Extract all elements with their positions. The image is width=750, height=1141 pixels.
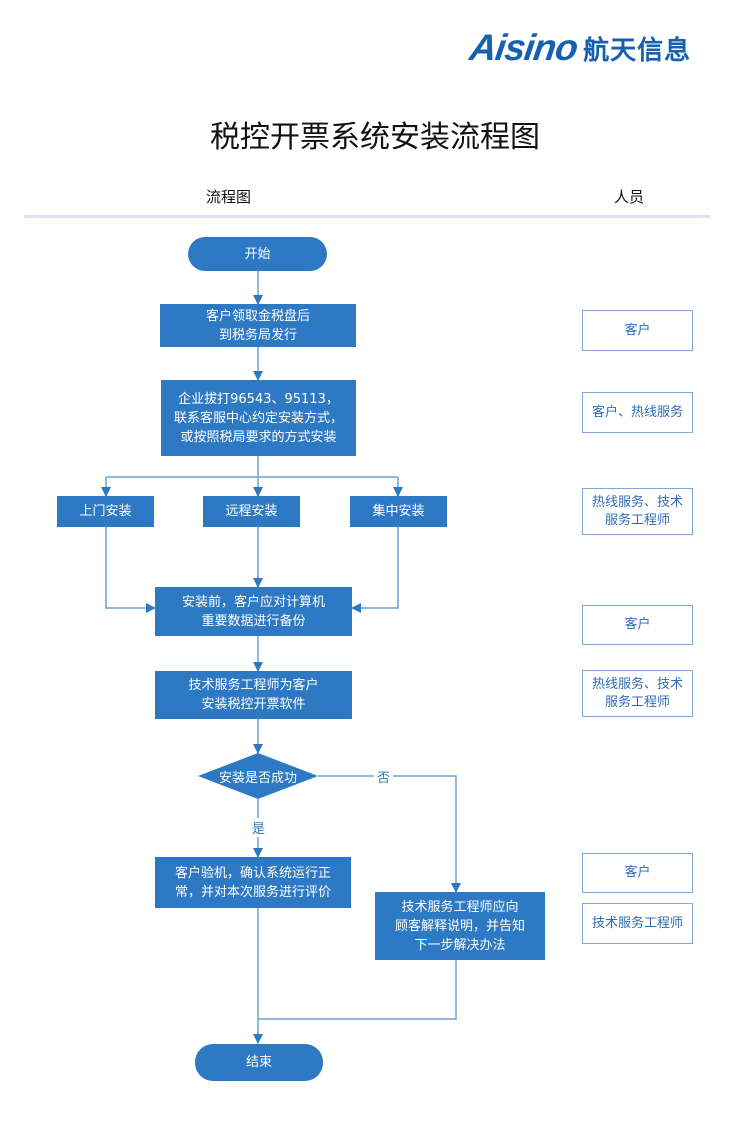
role-box-customer: 客户: [582, 605, 693, 645]
role-box-engineer: 技术服务工程师: [582, 903, 693, 944]
header-divider: [24, 215, 710, 218]
step-customer-acceptance: 客户验机，确认系统运行正 常，并对本次服务进行评价: [155, 857, 351, 908]
step-explain-solution: 技术服务工程师应向 顾客解释说明，并告知 下一步解决办法: [375, 892, 545, 960]
decision-label: 安装是否成功: [218, 770, 297, 786]
start-node: 开始: [188, 237, 327, 271]
connector-no-merge: [258, 960, 457, 1020]
edge-label-no: 否: [374, 767, 394, 786]
column-header-people: 人员: [614, 188, 645, 206]
role-box-customer-hotline: 客户、热线服务: [582, 392, 693, 433]
step-install-software: 技术服务工程师为客户 安装税控开票软件: [155, 671, 352, 719]
logo-chinese-text: 航天信息: [583, 35, 692, 66]
connector-central-step3: [351, 527, 399, 613]
step-receive-tax-disk: 客户领取金税盘后 到税务局发行: [160, 304, 356, 347]
role-box-hotline-engineer: 热线服务、技术 服务工程师: [582, 670, 693, 717]
decision-diamond: [198, 753, 318, 799]
step-backup-data: 安装前，客户应对计算机 重要数据进行备份: [155, 587, 352, 636]
option-onsite-install: 上门安装: [57, 496, 154, 527]
end-node: 结束: [195, 1044, 323, 1081]
role-box-customer: 客户: [582, 310, 693, 351]
option-remote-install: 远程安装: [203, 496, 300, 527]
edge-label-yes: 是: [249, 818, 269, 837]
page-title: 税控开票系统安装流程图: [210, 120, 540, 155]
step-call-service-center: 企业拔打96543、95113， 联系客服中心约定安装方式， 或按照税局要求的方…: [161, 380, 356, 456]
option-central-install: 集中安装: [350, 496, 447, 527]
role-box-customer: 客户: [582, 853, 693, 893]
aisino-logo: Aisino 航天信息: [467, 27, 692, 68]
role-box-hotline-engineer: 热线服务、技术 服务工程师: [582, 488, 693, 535]
connector-decision-no: [318, 775, 461, 893]
connector-onsite-step3: [105, 527, 156, 613]
column-header-flowchart: 流程图: [206, 188, 252, 206]
